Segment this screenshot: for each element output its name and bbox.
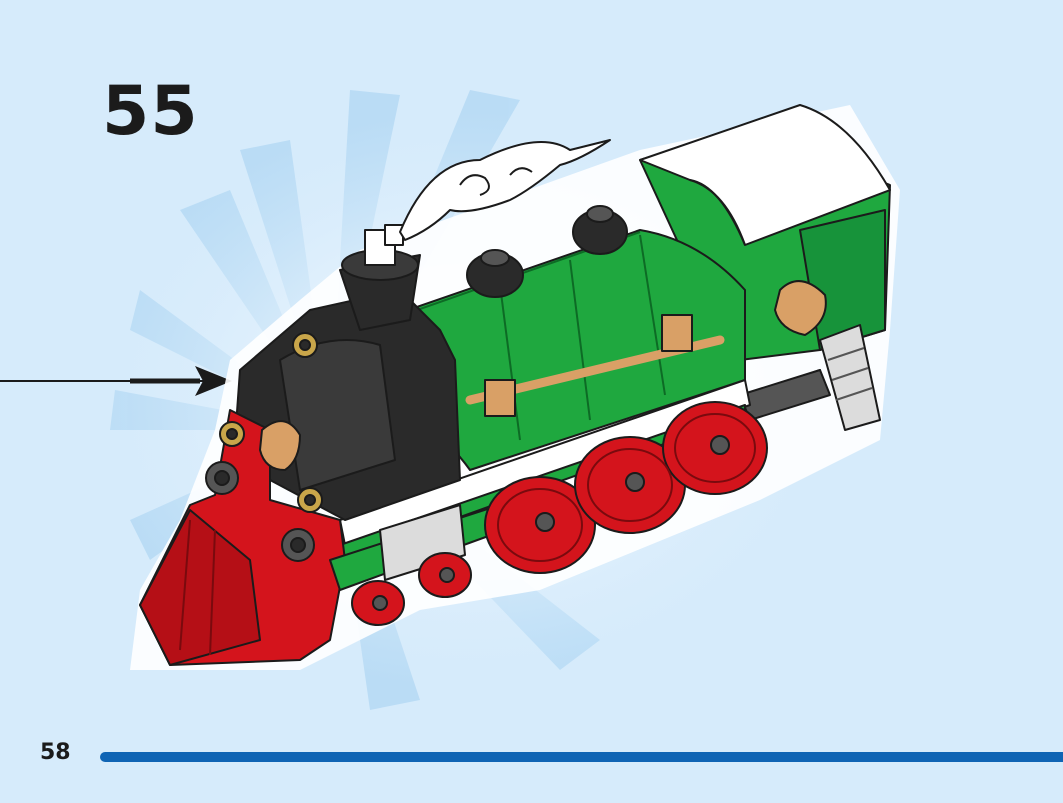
progress-bar (100, 752, 1063, 762)
progress-fill (100, 752, 1063, 762)
page-number: 58 (40, 740, 71, 765)
arrow-right-icon (0, 366, 232, 396)
steam-locomotive-icon (130, 104, 900, 670)
step-number: 55 (102, 72, 199, 151)
